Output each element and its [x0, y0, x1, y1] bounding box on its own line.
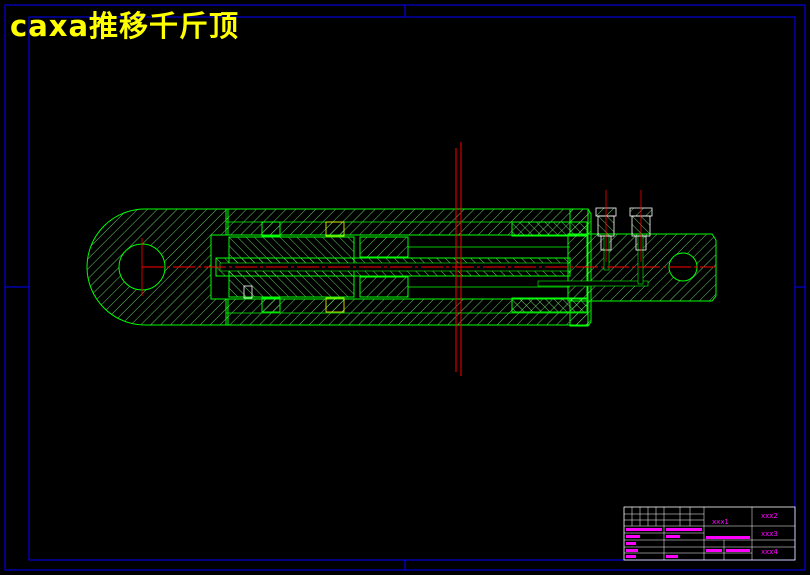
piston-seal-top: [261, 221, 281, 237]
oil-passage-horizontal: [537, 280, 649, 287]
oil-passage-vertical-2: [637, 235, 644, 285]
oil-passage-vertical: [603, 235, 610, 271]
title-block-code-1: xxx1: [712, 518, 729, 526]
drawing-frames: [4, 4, 806, 571]
title-block-fine-print: [626, 528, 750, 558]
drawing-title: caxa推移千斤顶: [10, 9, 240, 43]
jack-assembly-section: [86, 142, 717, 376]
guide-sleeve-bottom: [359, 276, 409, 298]
title-block-frame: [623, 506, 796, 561]
title-block: xxx1 xxx2 xxx3 xxx4: [623, 506, 796, 561]
piston-seal-bottom: [261, 297, 281, 313]
title-block-code-4: xxx4: [761, 548, 778, 556]
title-block-code-2: xxx2: [761, 512, 778, 520]
piston-seal-bottom-2: [325, 297, 345, 313]
piston-seal-top-2: [325, 221, 345, 237]
title-block-code-3: xxx3: [761, 530, 778, 538]
inner-frame: [28, 16, 796, 561]
end-gland-top: [511, 221, 588, 237]
title-block-grid: [624, 507, 795, 560]
vent-screw: [243, 285, 253, 299]
guide-sleeve-top: [359, 236, 409, 258]
